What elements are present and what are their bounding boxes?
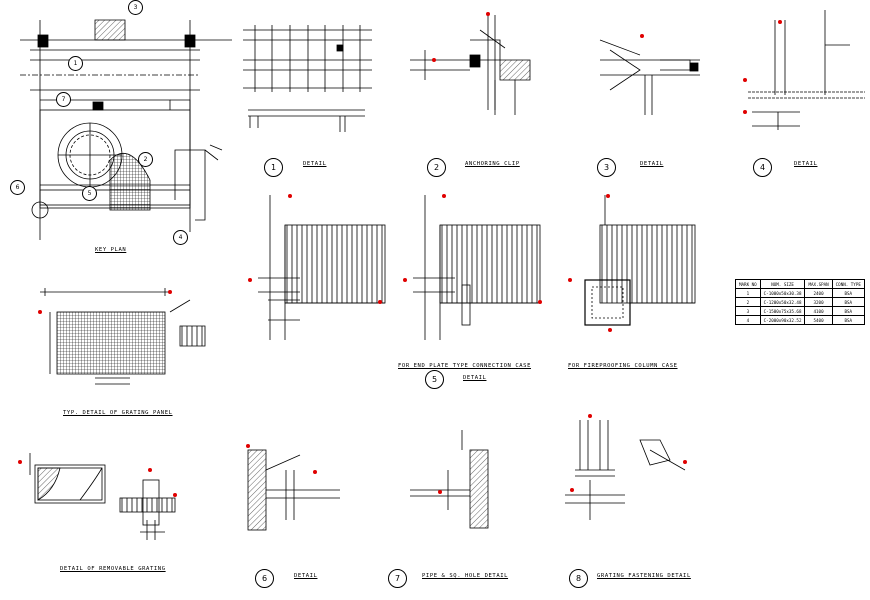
schedule-cell: C-1000x50x30.38 xyxy=(759,288,806,298)
schedule-cell: 2400 xyxy=(804,288,833,298)
detail-7-title: PIPE & SQ. HOLE DETAIL xyxy=(422,573,509,579)
schedule-cell: C-1200x50x32.48 xyxy=(759,297,806,307)
detail-7 xyxy=(410,430,489,529)
schedule-cell: 3 xyxy=(735,306,761,316)
key-plan-title: KEY PLAN xyxy=(95,247,127,253)
detail-number-5: 5 xyxy=(425,370,444,389)
detail-5 xyxy=(258,195,696,340)
detail-5-title: DETAIL xyxy=(463,375,487,381)
removable-grating-title: DETAIL OF REMOVABLE GRATING xyxy=(60,566,166,572)
detail-6-title: DETAIL xyxy=(294,573,318,579)
schedule-cell: BSA xyxy=(831,306,865,316)
schedule-cell: 4100 xyxy=(804,306,833,316)
plan-tag-6: 6 xyxy=(10,180,25,195)
schedule-header: MARK NO xyxy=(735,279,761,289)
detail-8 xyxy=(565,420,686,520)
schedule-cell: C-2000x90x32.52 xyxy=(759,315,806,325)
detail-2-title: ANCHORING CLIP xyxy=(465,161,520,167)
detail-number-7: 7 xyxy=(388,569,407,588)
schedule-row: 1 C-1000x50x30.38 2400 BSA xyxy=(735,288,865,298)
schedule-cell: 1 xyxy=(735,288,761,298)
detail-number-8: 8 xyxy=(569,569,588,588)
schedule-header: NOM. SIZE xyxy=(759,279,806,289)
schedule-cell: 2 xyxy=(735,297,761,307)
detail-5-caption-b: FOR FIREPROOFING COLUMN CASE xyxy=(568,363,678,369)
detail-number-2: 2 xyxy=(427,158,446,177)
schedule-cell: BSA xyxy=(831,288,865,298)
detail-8-title: GRATING FASTENING DETAIL xyxy=(597,573,691,579)
plan-tag-5: 5 xyxy=(82,186,97,201)
grating-panel-detail xyxy=(40,288,206,385)
schedule-cell: 5400 xyxy=(804,315,833,325)
detail-2 xyxy=(410,15,531,115)
plan-tag-1: 1 xyxy=(68,56,83,71)
schedule-row: 4 C-2000x90x32.52 5400 BSA xyxy=(735,315,865,325)
schedule-cell: C-1500x75x35.68 xyxy=(759,306,806,316)
schedule-cell: BSA xyxy=(831,315,865,325)
detail-4 xyxy=(748,10,865,130)
detail-4-title: DETAIL xyxy=(794,161,818,167)
plan-tag-7: 7 xyxy=(56,92,71,107)
schedule-cell: 3200 xyxy=(804,297,833,307)
dimension-markers xyxy=(18,6,782,497)
detail-number-3: 3 xyxy=(597,158,616,177)
schedule-header: MAX.SPAN xyxy=(804,279,833,289)
plan-tag-3: 3 xyxy=(128,0,143,15)
detail-number-4: 4 xyxy=(753,158,772,177)
channel-schedule-table: MARK NO NOM. SIZE MAX.SPAN CONN. TYPE 1 … xyxy=(735,279,865,325)
detail-number-1: 1 xyxy=(264,158,283,177)
detail-5-caption-a: FOR END PLATE TYPE CONNECTION CASE xyxy=(398,363,531,369)
detail-1 xyxy=(243,25,372,132)
schedule-cell: 4 xyxy=(735,315,761,325)
grating-panel-title: TYP. DETAIL OF GRATING PANEL xyxy=(63,410,173,416)
detail-3 xyxy=(599,39,700,115)
schedule-row: 2 C-1200x50x32.48 3200 BSA xyxy=(735,297,865,307)
detail-1-title: DETAIL xyxy=(303,161,327,167)
schedule-header: CONN. TYPE xyxy=(831,279,865,289)
schedule-header-row: MARK NO NOM. SIZE MAX.SPAN CONN. TYPE xyxy=(735,279,865,289)
schedule-row: 3 C-1500x75x35.68 4100 BSA xyxy=(735,306,865,316)
key-plan xyxy=(20,19,232,240)
removable-grating-detail xyxy=(29,453,176,540)
plan-tag-2: 2 xyxy=(138,152,153,167)
detail-6 xyxy=(247,449,340,531)
detail-3-title: DETAIL xyxy=(640,161,664,167)
plan-tag-4: 4 xyxy=(173,230,188,245)
detail-number-6: 6 xyxy=(255,569,274,588)
schedule-cell: BSA xyxy=(831,297,865,307)
